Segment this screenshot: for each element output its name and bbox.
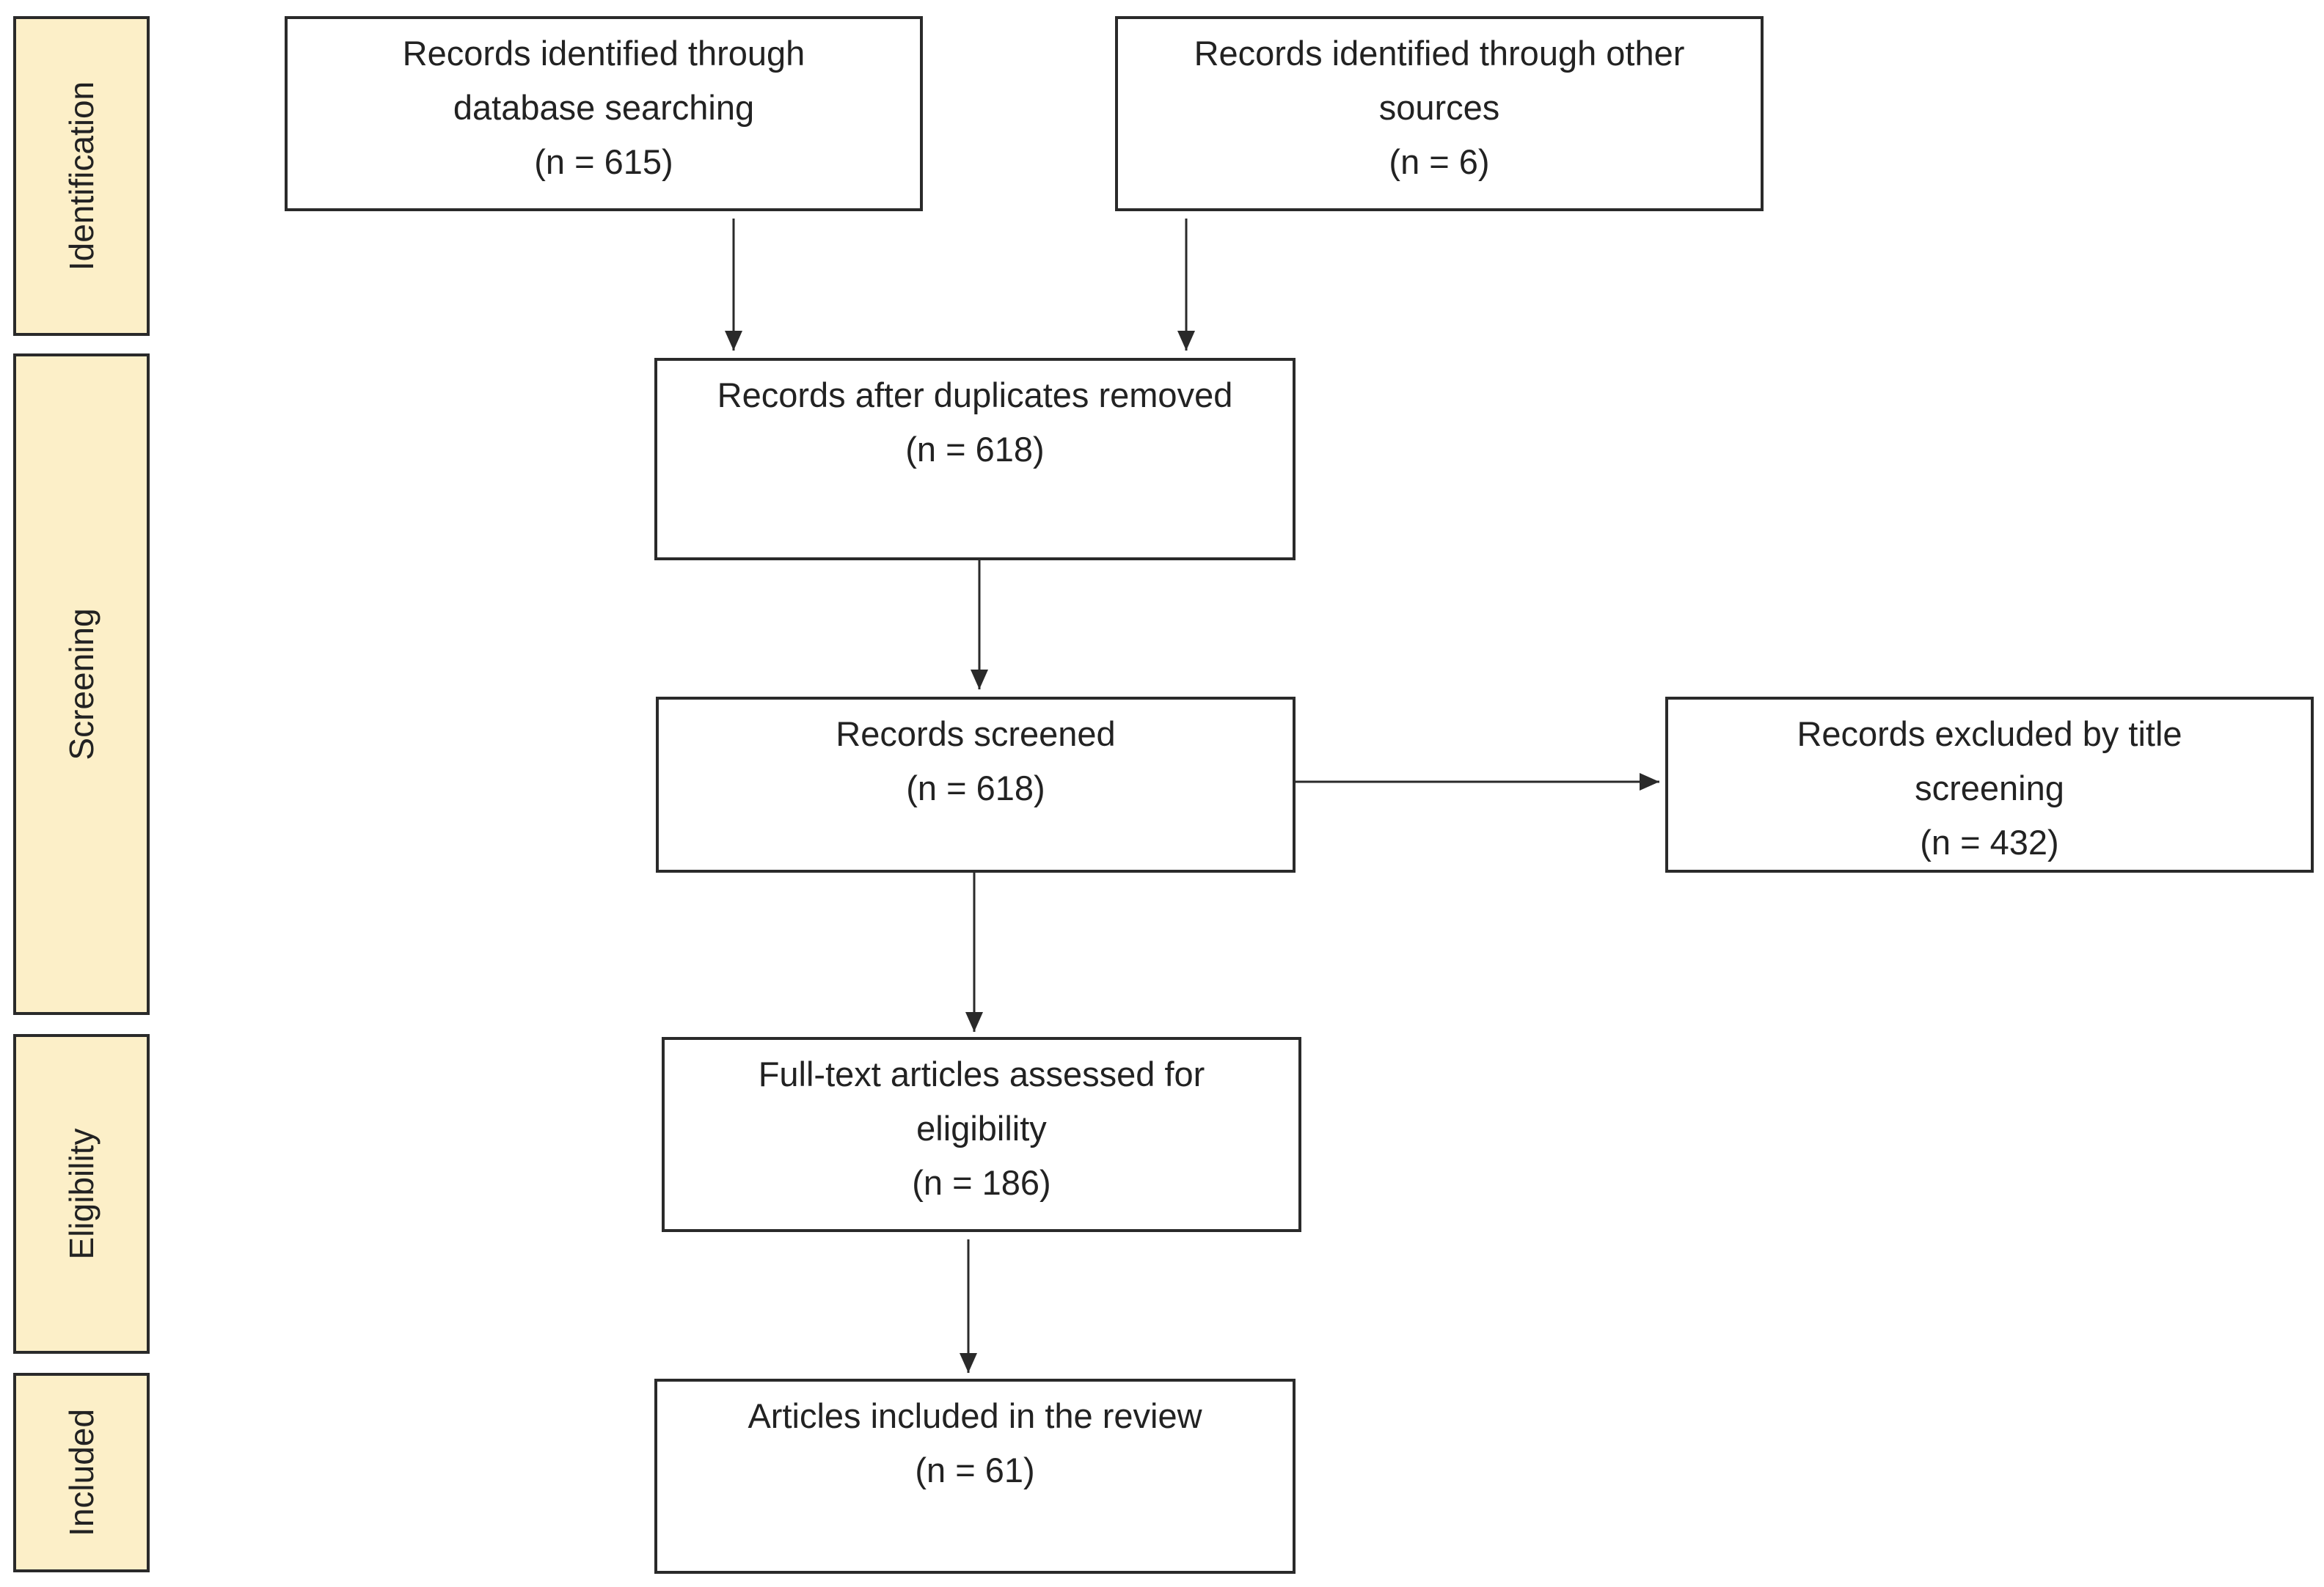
box-other-sources: Records identified through other sources…: [1115, 16, 1764, 211]
phase-identification-label: Identification: [62, 81, 101, 271]
phase-screening-label: Screening: [62, 608, 101, 760]
phase-identification: Identification: [13, 16, 150, 336]
box-included-in-review: Articles included in the review (n = 61): [654, 1379, 1296, 1574]
box-database-searching: Records identified through database sear…: [285, 16, 923, 211]
box-other-sources-count: (n = 6): [1389, 142, 1490, 181]
box-records-excluded-count: (n = 432): [1920, 823, 2059, 862]
phase-screening: Screening: [13, 353, 150, 1015]
phase-included: Included: [13, 1373, 150, 1572]
box-records-excluded-line-2: screening: [1915, 769, 2064, 807]
box-after-duplicates-line-1: Records after duplicates removed: [717, 375, 1233, 414]
box-full-text-assessed-line-2: eligibility: [916, 1109, 1047, 1148]
phase-eligibility: Eligibility: [13, 1034, 150, 1354]
box-included-in-review-line-1: Articles included in the review: [748, 1396, 1202, 1435]
box-records-screened: Records screened (n = 618): [656, 697, 1296, 873]
box-full-text-assessed-count: (n = 186): [912, 1163, 1051, 1202]
box-other-sources-line-2: sources: [1378, 88, 1500, 127]
box-database-searching-line-1: Records identified through: [402, 34, 805, 73]
phase-eligibility-label: Eligibility: [62, 1128, 101, 1260]
box-records-excluded: Records excluded by title screening (n =…: [1665, 697, 2314, 873]
box-records-screened-count: (n = 618): [906, 769, 1045, 807]
box-database-searching-count: (n = 615): [534, 142, 673, 181]
box-after-duplicates-count: (n = 618): [905, 430, 1045, 469]
box-full-text-assessed-line-1: Full-text articles assessed for: [758, 1055, 1205, 1093]
box-other-sources-line-1: Records identified through other: [1194, 34, 1685, 73]
box-included-in-review-count: (n = 61): [915, 1451, 1035, 1489]
box-records-excluded-line-1: Records excluded by title: [1797, 714, 2182, 753]
phase-included-label: Included: [62, 1409, 101, 1536]
box-database-searching-line-2: database searching: [453, 88, 755, 127]
box-full-text-assessed: Full-text articles assessed for eligibil…: [662, 1037, 1301, 1232]
box-records-screened-line-1: Records screened: [836, 714, 1116, 753]
box-after-duplicates: Records after duplicates removed (n = 61…: [654, 358, 1296, 560]
